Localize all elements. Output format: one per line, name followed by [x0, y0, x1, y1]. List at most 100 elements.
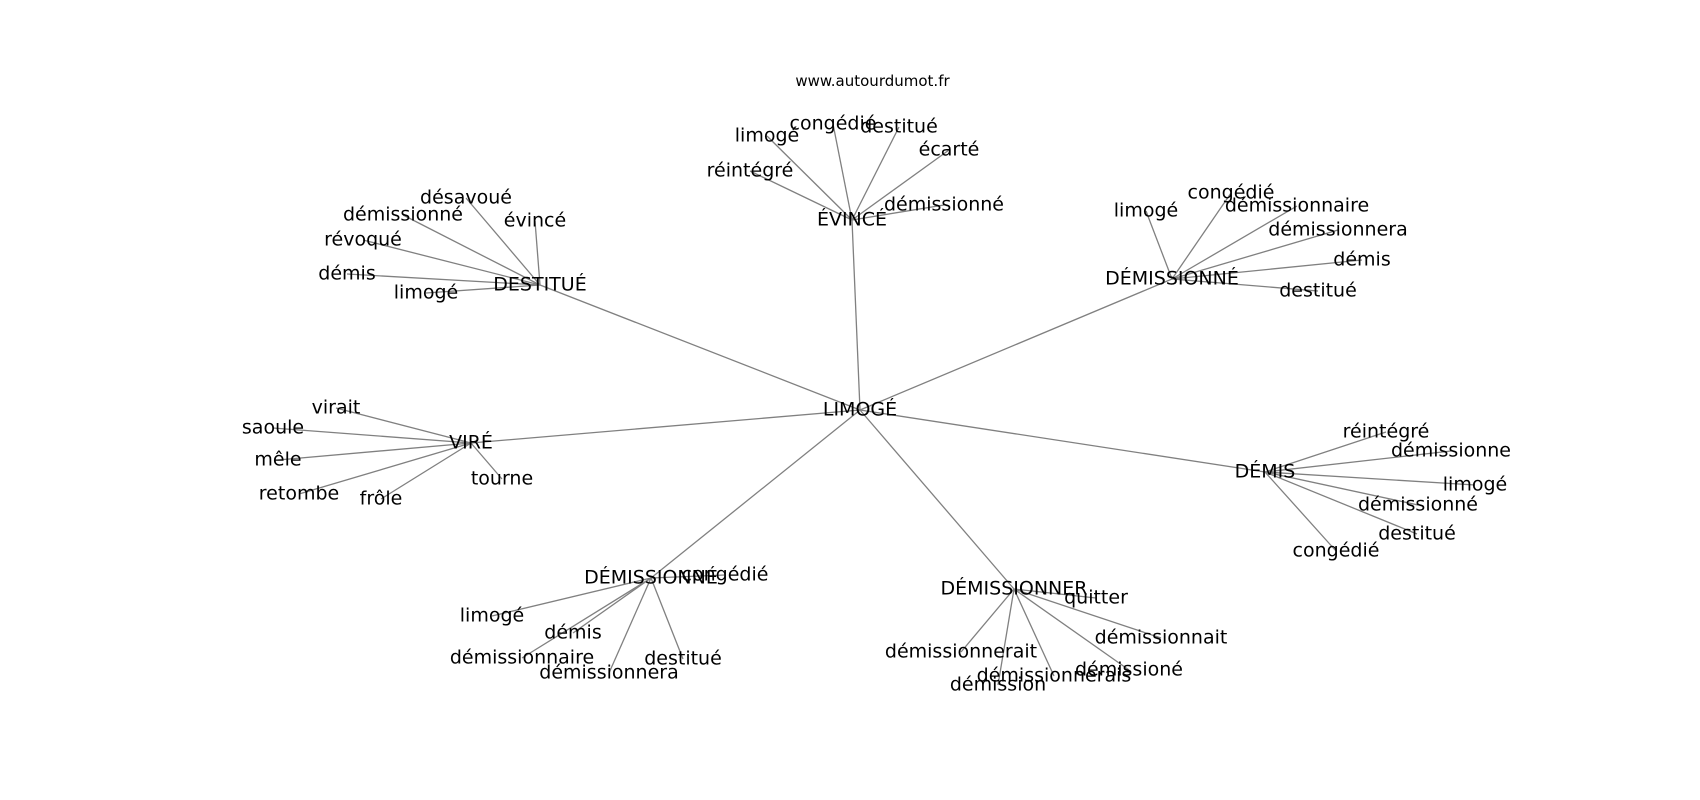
- edge-demissionne-top-leaf-1: [1171, 192, 1232, 280]
- leaf-word-demissionner-2[interactable]: démissionnerait: [885, 641, 1037, 663]
- edge-destitue-leaf-0: [465, 197, 541, 286]
- leaf-word-demissionner-1[interactable]: démissionnait: [1095, 627, 1228, 649]
- leaf-word-vire-2[interactable]: mêle: [254, 449, 301, 471]
- edge-center-destitue: [539, 284, 861, 411]
- edge-center-demissionne-bottom: [650, 409, 861, 579]
- edge-demissionner-leaf-0: [1013, 588, 1097, 599]
- leaf-word-demissionner-0[interactable]: quitter: [1064, 587, 1128, 609]
- edge-demis-leaf-2: [1264, 471, 1476, 486]
- edge-vire-leaf-5: [470, 442, 503, 480]
- leaf-word-vire-0[interactable]: virait: [312, 397, 361, 419]
- edge-demissionne-top-leaf-5: [1171, 278, 1319, 292]
- edge-demissionner-leaf-2: [960, 588, 1015, 653]
- leaf-word-demissionne-top-5[interactable]: destitué: [1279, 280, 1357, 302]
- graph-edges: [272, 123, 1476, 686]
- hub-word-destitue[interactable]: DESTITUÉ: [493, 273, 586, 296]
- leaf-word-vire-4[interactable]: frôle: [360, 488, 403, 510]
- edge-demissionner-leaf-5: [997, 588, 1015, 686]
- leaf-word-evince-0[interactable]: limogé: [735, 125, 799, 147]
- edge-center-demissionne-top: [859, 278, 1173, 411]
- leaf-word-demissionne-top-3[interactable]: démissionnera: [1268, 219, 1407, 241]
- leaf-word-demis-0[interactable]: réintégré: [1343, 421, 1430, 443]
- edge-demissionne-bottom-leaf-1: [491, 577, 652, 617]
- leaf-word-demissionne-bottom-0[interactable]: congédié: [682, 564, 769, 586]
- leaf-word-demissionne-top-4[interactable]: démis: [1333, 249, 1390, 271]
- leaf-word-destitue-2[interactable]: évincé: [504, 210, 566, 232]
- leaf-word-vire-5[interactable]: tourne: [471, 468, 533, 490]
- edge-demissionne-top-leaf-4: [1171, 259, 1363, 280]
- edge-demissionne-top-leaf-3: [1171, 229, 1339, 280]
- leaf-word-destitue-1[interactable]: démissionné: [343, 204, 463, 226]
- edge-demissionne-bottom-leaf-4: [608, 577, 652, 674]
- edge-demissionner-leaf-1: [1013, 588, 1162, 639]
- leaf-word-evince-1[interactable]: congédié: [790, 113, 877, 135]
- hub-word-demissionne-bottom[interactable]: DÉMISSIONNÉ: [584, 566, 718, 589]
- graph-labels: limogécongédiédestituéécartéréintégrédém…: [242, 113, 1511, 696]
- edge-evince-leaf-5: [851, 204, 945, 221]
- leaf-word-demissionne-bottom-3[interactable]: démissionnaire: [450, 647, 594, 669]
- leaf-word-demis-1[interactable]: démissionne: [1391, 440, 1511, 462]
- hub-word-evince[interactable]: ÉVINCÉ: [817, 208, 887, 231]
- edge-destitue-leaf-4: [346, 273, 541, 286]
- edge-demissionne-top-leaf-2: [1171, 205, 1298, 280]
- leaf-word-evince-2[interactable]: destitué: [860, 116, 938, 138]
- edge-center-evince: [851, 219, 861, 411]
- leaf-word-demissionne-bottom-2[interactable]: démis: [544, 622, 601, 644]
- edge-evince-leaf-3: [851, 149, 950, 221]
- edge-demissionne-bottom-leaf-2: [572, 577, 652, 634]
- leaf-word-demissionne-top-1[interactable]: congédié: [1188, 182, 1275, 204]
- edge-vire-leaf-0: [335, 407, 472, 444]
- edge-demis-leaf-1: [1264, 450, 1452, 473]
- edge-vire-leaf-4: [380, 442, 472, 500]
- leaf-word-vire-3[interactable]: retombe: [259, 483, 339, 505]
- edge-center-demissionner: [859, 409, 1015, 590]
- edge-evince-leaf-1: [832, 123, 853, 221]
- edge-demissionne-bottom-leaf-5: [650, 577, 684, 660]
- edge-demis-leaf-4: [1264, 471, 1418, 535]
- edge-destitue-leaf-5: [425, 284, 541, 294]
- leaf-word-demissionne-top-2[interactable]: démissionnaire: [1225, 195, 1369, 217]
- edge-demis-leaf-5: [1264, 471, 1337, 552]
- leaf-word-demissionne-bottom-5[interactable]: destitué: [644, 648, 722, 670]
- hub-word-demis[interactable]: DÉMIS: [1235, 460, 1296, 483]
- edge-demissionne-top-leaf-0: [1145, 210, 1173, 280]
- leaf-word-destitue-3[interactable]: révoqué: [324, 229, 402, 251]
- leaf-word-evince-5[interactable]: démissionné: [884, 194, 1004, 216]
- edge-destitue-leaf-2: [534, 220, 541, 286]
- hub-word-demissionner[interactable]: DÉMISSIONNER: [941, 577, 1088, 600]
- hub-word-vire[interactable]: VIRÉ: [449, 431, 493, 454]
- source-url: www.autourdumot.fr: [795, 72, 950, 90]
- leaf-word-demissionner-4[interactable]: démissionnerais: [977, 665, 1132, 687]
- leaf-word-destitue-0[interactable]: désavoué: [420, 187, 512, 209]
- edge-demissionne-bottom-leaf-3: [521, 577, 652, 659]
- edge-evince-leaf-0: [766, 135, 853, 221]
- hub-word-demissionne-top[interactable]: DÉMISSIONNÉ: [1105, 267, 1239, 290]
- leaf-word-demis-5[interactable]: congédié: [1293, 540, 1380, 562]
- leaf-word-destitue-5[interactable]: limogé: [394, 282, 458, 304]
- leaf-word-demissionne-top-0[interactable]: limogé: [1114, 200, 1178, 222]
- edge-demis-leaf-3: [1264, 471, 1419, 506]
- leaf-word-demissionne-bottom-4[interactable]: démissionnera: [539, 662, 678, 684]
- leaf-word-vire-1[interactable]: saoule: [242, 417, 304, 439]
- edge-evince-leaf-4: [749, 170, 853, 221]
- center-word[interactable]: LIMOGÉ: [823, 398, 897, 421]
- edge-demis-leaf-0: [1264, 431, 1387, 473]
- edge-vire-leaf-1: [272, 427, 472, 444]
- edge-evince-leaf-2: [851, 126, 900, 221]
- edge-center-vire: [470, 409, 861, 444]
- leaf-word-demissionner-3[interactable]: démissioné: [1075, 659, 1183, 681]
- leaf-word-demis-2[interactable]: limogé: [1443, 474, 1507, 496]
- leaf-word-evince-4[interactable]: réintégré: [707, 160, 794, 182]
- edge-demissionne-bottom-leaf-0: [650, 574, 726, 579]
- leaf-word-demissionne-bottom-1[interactable]: limogé: [460, 605, 524, 627]
- edge-center-demis: [859, 409, 1266, 473]
- leaf-word-demis-3[interactable]: démissionné: [1358, 494, 1478, 516]
- leaf-word-demissionner-5[interactable]: démission: [950, 674, 1046, 696]
- leaf-word-demis-4[interactable]: destitué: [1378, 523, 1456, 545]
- edge-vire-leaf-2: [277, 442, 472, 461]
- leaf-word-evince-3[interactable]: écarté: [919, 139, 980, 161]
- leaf-word-destitue-4[interactable]: démis: [318, 263, 375, 285]
- edge-demissionner-leaf-3: [1013, 588, 1130, 671]
